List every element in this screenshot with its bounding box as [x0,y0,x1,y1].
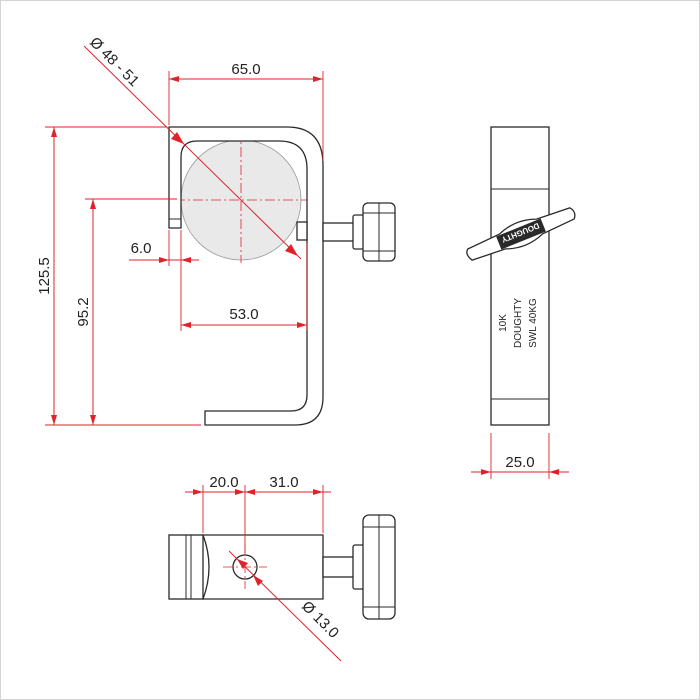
inner-height-label: 95.2 [75,297,92,326]
bottom-right-label: 31.0 [269,474,298,491]
inner-width-label: 53.0 [229,306,258,323]
bolt-shaft-bottom [322,556,358,578]
bolt-shaft [322,222,358,242]
bottom-right-dimension: 31.0 [245,474,331,533]
diameter-range-label: Ø 48 - 51 [86,34,142,90]
marking-line-3: SWL 40KG [528,298,539,348]
clamp-markings: 10K DOUGHTY SWL 40KG [498,298,539,348]
inner-pad [296,221,308,241]
total-height-dimension: 125.5 [36,126,201,426]
marking-line-2: DOUGHTY [513,298,524,348]
side-view: DOUGHTY 10K DOUGHTY SWL 40KG [466,126,576,426]
lip-dimension: 6.0 [129,230,199,331]
top-width-dimension: 65.0 [168,61,324,161]
lip-label: 6.0 [131,240,152,257]
side-width-dimension: 25.0 [471,433,569,479]
inner-width-dimension: 53.0 [181,243,308,331]
bottom-view [168,514,396,620]
hole-diameter-label: Ø 13.0 [298,598,342,642]
marking-line-1: 10K [498,314,509,332]
bottom-left-label: 20.0 [209,474,238,491]
wing-nut-tag [496,218,546,250]
wing-nut-side: DOUGHTY [466,207,576,261]
inner-height-dimension: 95.2 [75,198,177,425]
total-height-label: 125.5 [36,257,53,295]
top-width-label: 65.0 [231,61,260,78]
front-view [168,126,396,426]
clamp-side-body [490,126,550,426]
bottom-left-dimension: 20.0 [185,474,246,553]
side-width-label: 25.0 [505,454,534,471]
